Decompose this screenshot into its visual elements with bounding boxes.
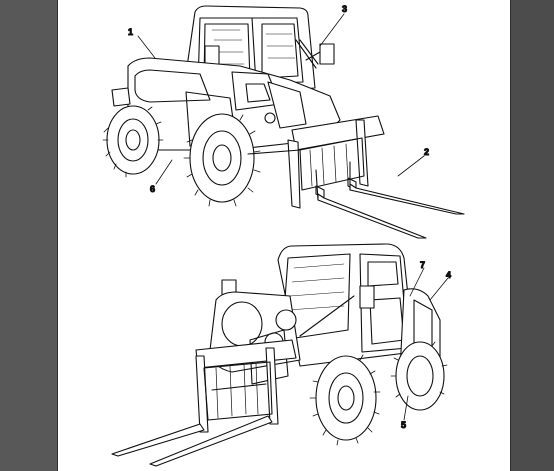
telehandler-top-illustration: 1 3 2 6 [102,3,465,239]
forks-bottom [111,415,273,467]
callout-6: 6 [150,184,155,194]
boom-carriage-bottom [195,339,297,433]
left-margin [0,0,58,471]
left-page-edge [57,0,58,471]
callout-4: 4 [446,270,451,280]
boom-carriage-top [287,115,385,209]
callout-7: 7 [420,260,425,270]
callout-leaders-top [137,13,425,185]
forks-top [315,161,465,239]
cab-bottom [221,243,415,367]
callout-5: 5 [401,420,406,430]
right-page-edge [510,0,511,471]
wheels-bottom [309,341,448,446]
wheels-top [102,105,301,207]
callout-2: 2 [424,147,429,157]
callout-1: 1 [128,27,133,37]
callout-leaders-bottom [403,267,449,421]
callout-3: 3 [342,4,347,14]
telehandler-bottom-illustration: 7 4 5 [111,243,452,467]
right-margin [510,0,554,471]
